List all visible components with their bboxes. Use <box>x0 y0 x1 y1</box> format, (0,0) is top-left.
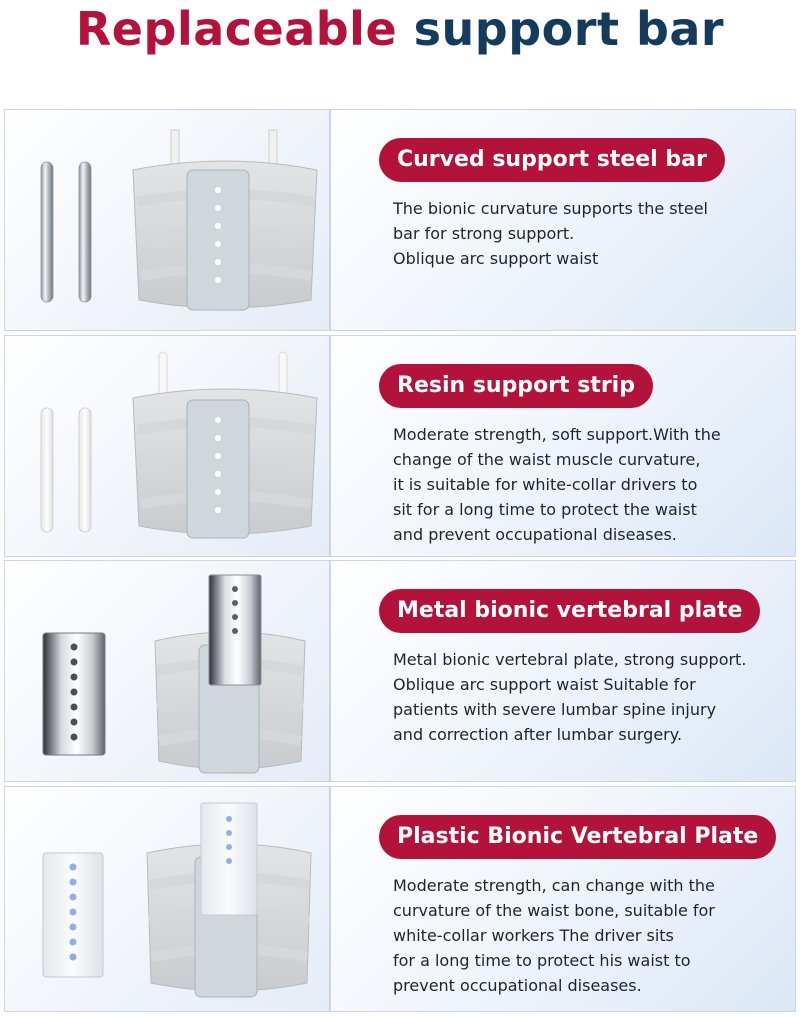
section-steel-bar: Curved support steel bar The bionic curv… <box>4 109 796 331</box>
back-brace-icon <box>154 574 306 774</box>
steel-bar-pair-icon <box>40 161 92 303</box>
description-line: it is suitable for white-collar drivers … <box>393 475 698 494</box>
plastic-plate-description: Moderate strength, can change with the c… <box>393 873 793 998</box>
description-line: patients with severe lumbar spine injury <box>393 700 717 719</box>
page-title: Replaceable support bar <box>0 0 800 60</box>
metal-plate-info: Metal bionic vertebral plate Metal bioni… <box>331 561 795 781</box>
description-line: Oblique arc support waist <box>393 249 599 268</box>
back-brace-icon <box>132 129 318 311</box>
metal-plate-icon <box>42 632 106 756</box>
description-line: Metal bionic vertebral plate, strong sup… <box>393 650 747 669</box>
steel-bar-label-badge: Curved support steel bar <box>379 138 725 182</box>
description-line: for a long time to protect his waist to <box>393 951 691 970</box>
steel-bar-description: The bionic curvature supports the steel … <box>393 196 793 271</box>
metal-plate-label-badge: Metal bionic vertebral plate <box>379 589 761 633</box>
plastic-plate-icon <box>42 852 104 978</box>
resin-strip-description: Moderate strength, soft support.With the… <box>393 422 793 547</box>
plastic-plate-image <box>5 787 331 1011</box>
steel-bar-info: Curved support steel bar The bionic curv… <box>331 110 795 330</box>
description-line: Moderate strength, can change with the <box>393 876 715 895</box>
steel-bar-image <box>5 110 331 330</box>
description-line: and prevent occupational diseases. <box>393 525 677 544</box>
description-line: white-collar workers The driver sits <box>393 926 674 945</box>
section-metal-plate: Metal bionic vertebral plate Metal bioni… <box>4 560 796 782</box>
description-line: The bionic curvature supports the steel <box>393 199 708 218</box>
back-brace-icon <box>146 802 312 998</box>
description-line: Oblique arc support waist Suitable for <box>393 675 696 694</box>
section-resin-strip: Resin support strip Moderate strength, s… <box>4 335 796 557</box>
metal-plate-description: Metal bionic vertebral plate, strong sup… <box>393 647 793 747</box>
plastic-plate-info: Plastic Bionic Vertebral Plate Moderate … <box>331 787 795 1011</box>
description-line: change of the waist muscle curvature, <box>393 450 701 469</box>
plastic-plate-label-badge: Plastic Bionic Vertebral Plate <box>379 815 777 859</box>
resin-strip-info: Resin support strip Moderate strength, s… <box>331 336 795 556</box>
resin-strip-label-badge: Resin support strip <box>379 364 653 408</box>
description-line: curvature of the waist bone, suitable fo… <box>393 901 715 920</box>
title-main-words: support bar <box>413 2 725 56</box>
title-accent-word: Replaceable <box>75 2 398 56</box>
description-line: sit for a long time to protect the waist <box>393 500 697 519</box>
metal-plate-image <box>5 561 331 781</box>
back-brace-icon <box>132 351 318 539</box>
description-line: bar for strong support. <box>393 224 575 243</box>
resin-strip-image <box>5 336 331 556</box>
description-line: prevent occupational diseases. <box>393 976 642 995</box>
description-line: Moderate strength, soft support.With the <box>393 425 721 444</box>
description-line: and correction after lumbar surgery. <box>393 725 683 744</box>
resin-strip-pair-icon <box>40 407 92 533</box>
section-plastic-plate: Plastic Bionic Vertebral Plate Moderate … <box>4 786 796 1012</box>
